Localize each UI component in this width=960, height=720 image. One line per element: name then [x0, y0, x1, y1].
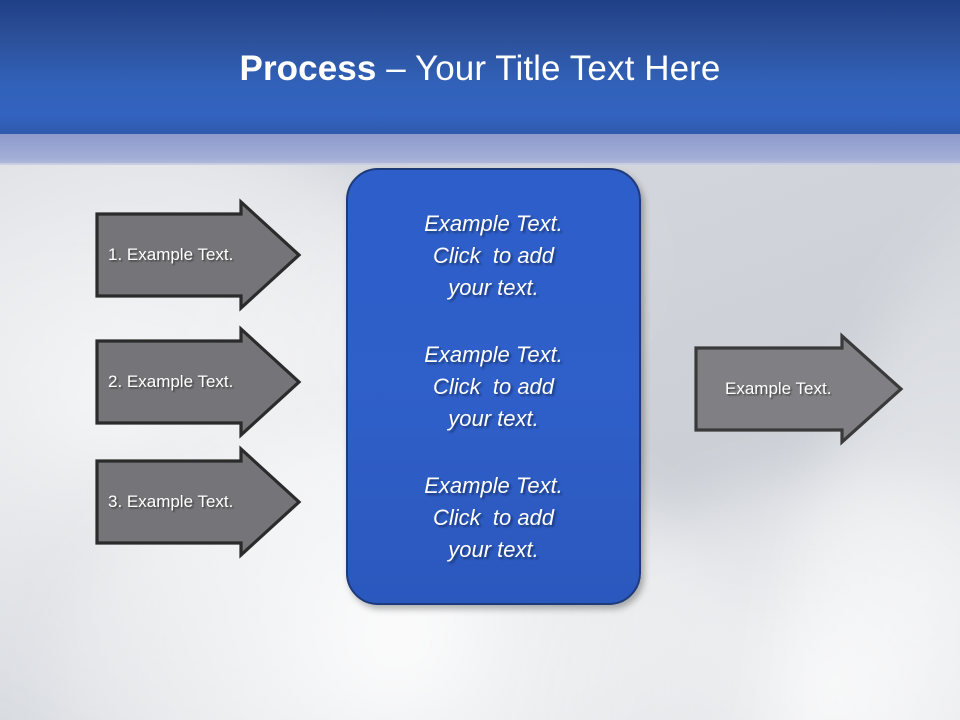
panel-text-block-2-line-3: your text. — [448, 406, 539, 431]
center-content-panel[interactable]: Example Text. Click to add your text. Ex… — [346, 168, 641, 605]
process-arrow-1[interactable]: 1. Example Text. — [95, 198, 302, 312]
panel-text-block-3-line-2: Click to add — [432, 505, 555, 530]
panel-text-block-3: Example Text. Click to add your text. — [348, 470, 639, 566]
outcome-arrow-label: Example Text. — [725, 379, 832, 398]
process-arrow-2[interactable]: 2. Example Text. — [95, 325, 302, 439]
panel-text-block-3-line-3: your text. — [448, 537, 539, 562]
panel-text-block-1-line-1: Example Text. — [424, 211, 563, 236]
outcome-arrow[interactable]: Example Text. — [694, 332, 904, 446]
panel-text-block-1-line-2: Click to add — [432, 243, 555, 268]
page-title-bold: Process — [239, 49, 377, 88]
process-arrow-3-label: 3. Example Text. — [108, 492, 234, 511]
header-accent-bar — [0, 134, 960, 165]
page-title-regular: – Your Title Text Here — [376, 49, 721, 88]
panel-text-block-2-line-2: Click to add — [432, 374, 555, 399]
panel-text-block-3-line-1: Example Text. — [424, 473, 563, 498]
header-band — [0, 0, 960, 134]
process-arrow-1-label: 1. Example Text. — [108, 245, 234, 264]
process-arrow-3[interactable]: 3. Example Text. — [95, 445, 302, 559]
page-title: Process – Your Title Text Here — [0, 46, 960, 92]
process-arrow-2-label: 2. Example Text. — [108, 372, 234, 391]
panel-text-block-2-line-1: Example Text. — [424, 342, 563, 367]
panel-text-block-2: Example Text. Click to add your text. — [348, 339, 639, 435]
panel-text-block-1-line-3: your text. — [448, 275, 539, 300]
panel-text-block-1: Example Text. Click to add your text. — [348, 208, 639, 304]
